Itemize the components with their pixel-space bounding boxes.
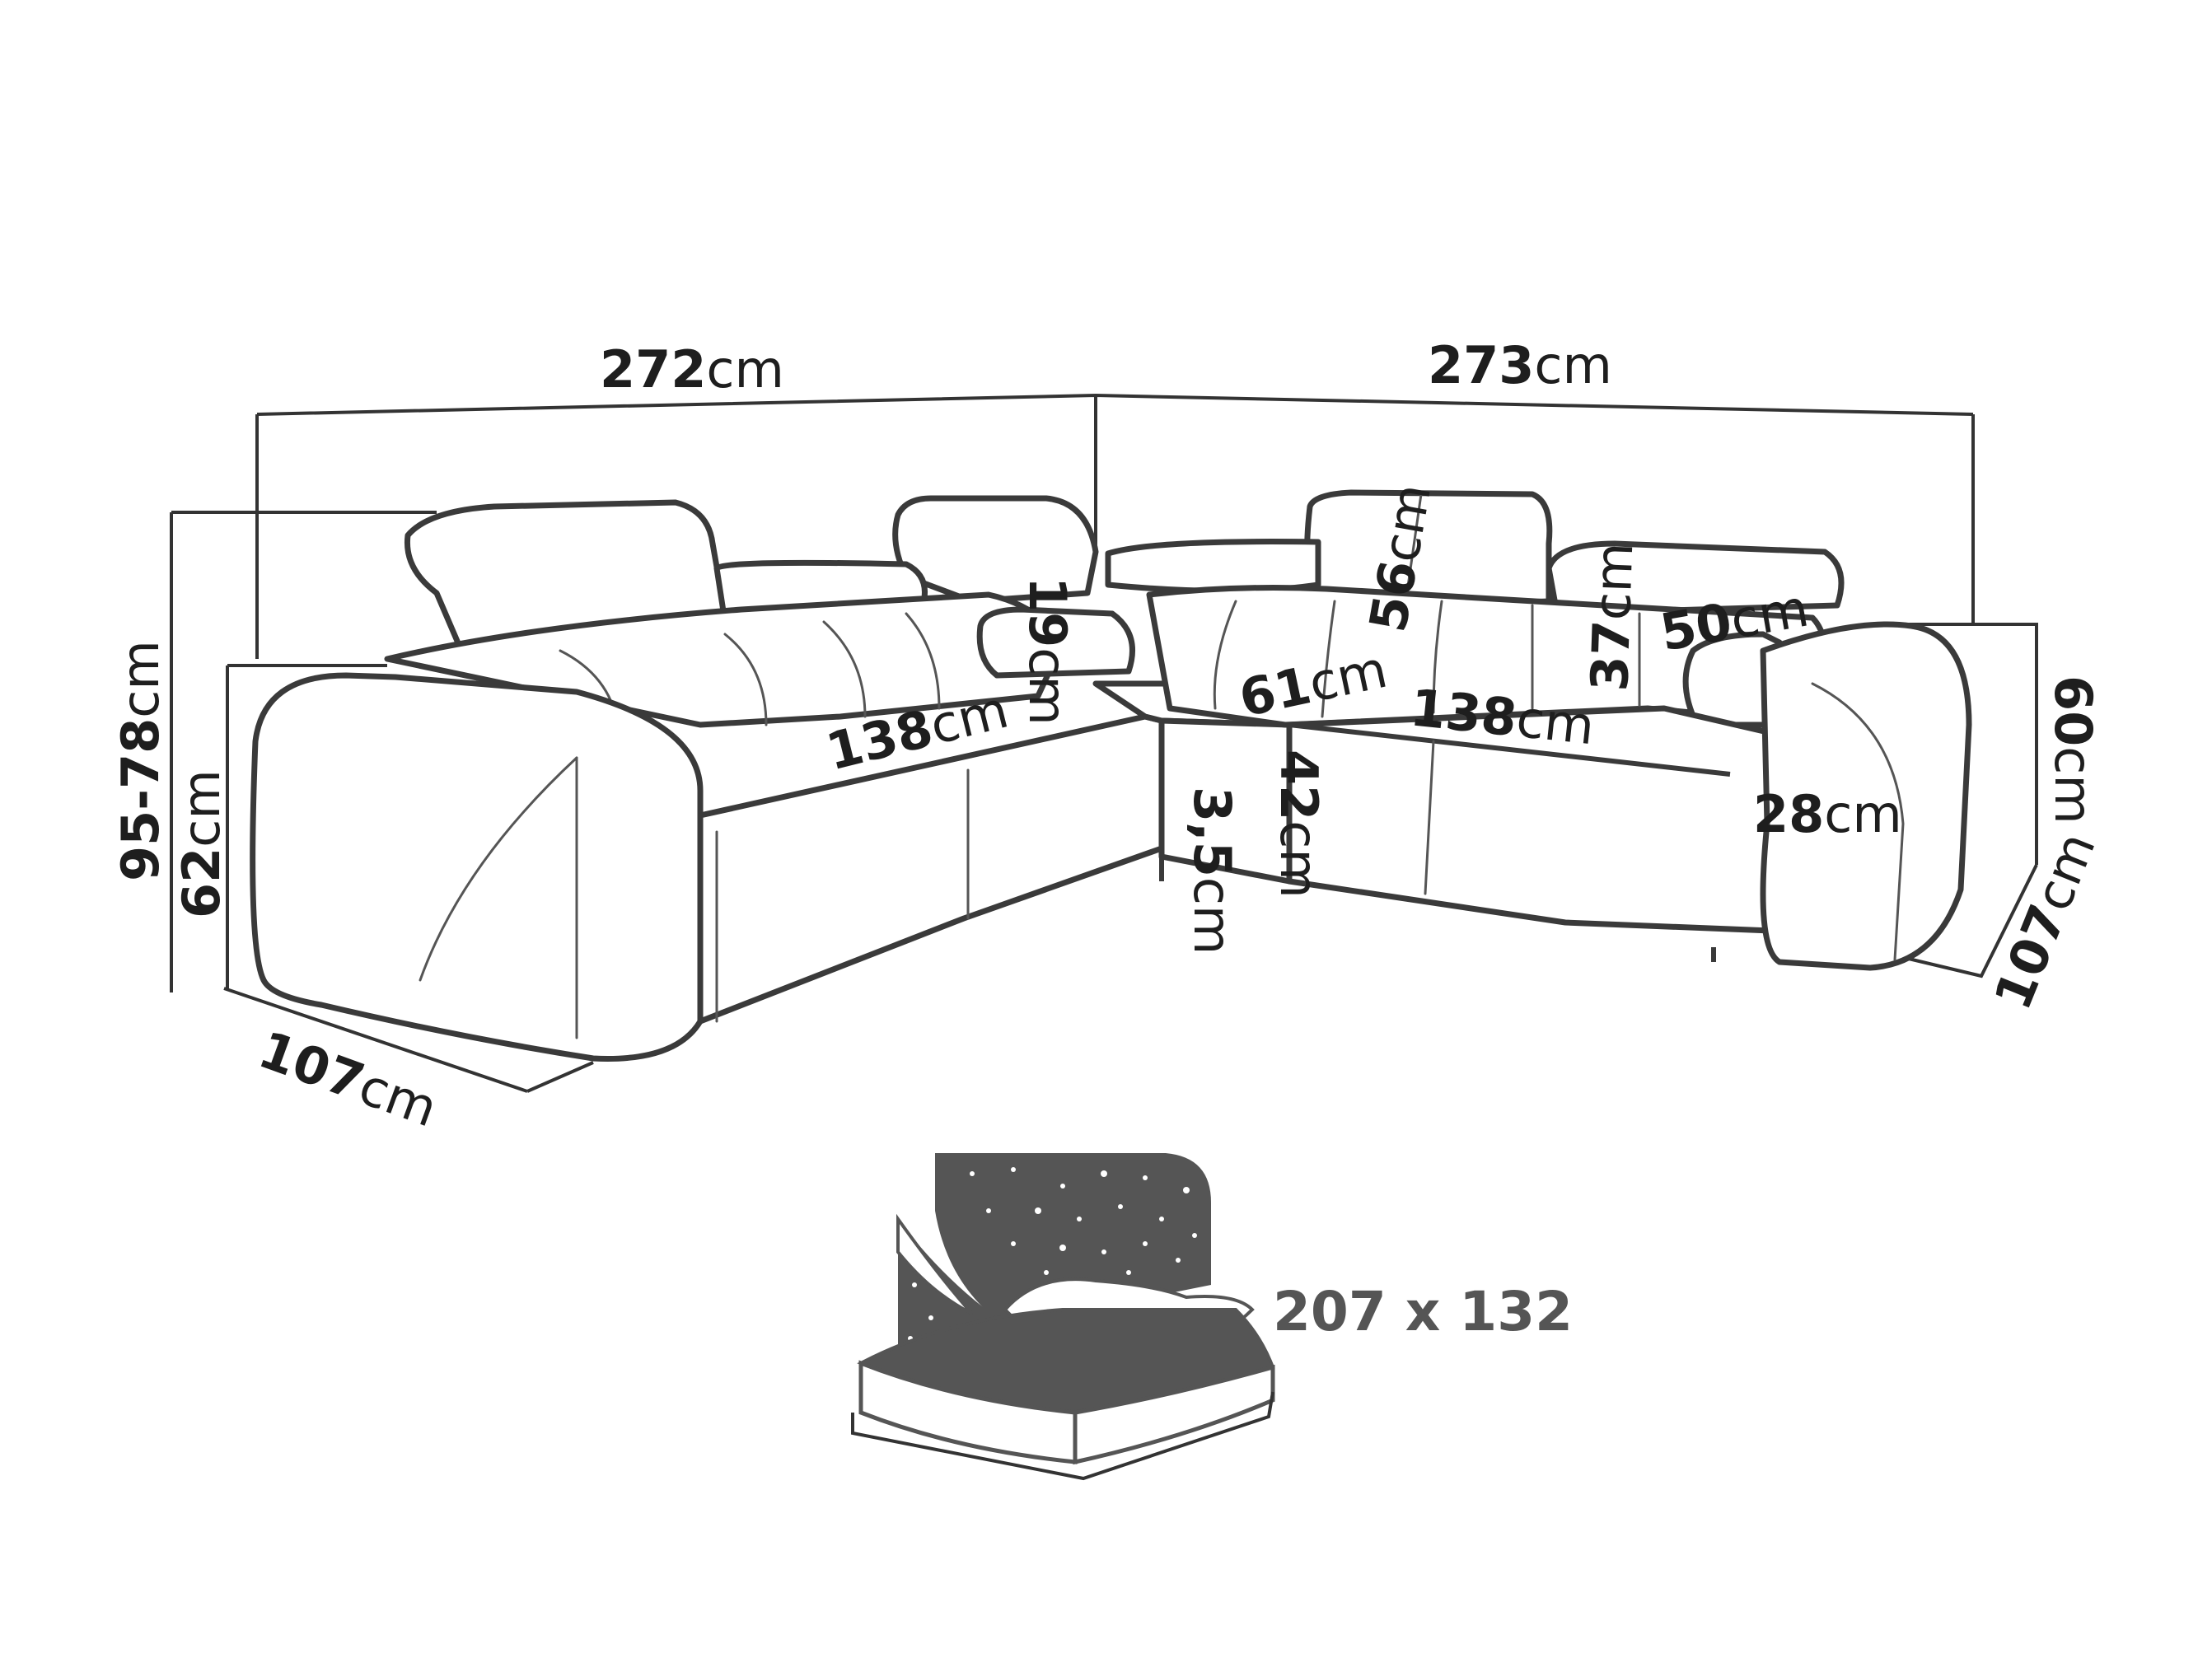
depth-left-label: 107cm	[251, 1019, 445, 1138]
dimension-lines	[170, 393, 2038, 1093]
headrest-lower-label: 37cm	[1579, 541, 1644, 692]
dimension-labels: 272cm 273cm 95-78cm 62cm 107cm 138cm 19c…	[110, 335, 2107, 1139]
stars	[908, 1167, 1197, 1341]
bed-size-label: 207 x 132	[1273, 1280, 1573, 1343]
height-right-label: 60cm	[2043, 675, 2103, 824]
depth-right-label: 107cm	[1982, 824, 2107, 1018]
bed-function-icon: 207 x 132	[851, 1153, 1573, 1481]
headrest-width-label: 50cm	[1656, 577, 1813, 662]
seat-height-label: 42cm	[1269, 750, 1329, 899]
night-sky-backdrop	[935, 1153, 1211, 1326]
seat-right-label: 138cm	[1407, 677, 1597, 756]
cushion-label: 19cm	[1017, 577, 1078, 726]
width-right-label: 273cm	[1428, 335, 1612, 395]
armrest-label: 28cm	[1753, 784, 1902, 844]
sofa-illustration	[250, 489, 1972, 1062]
headrest-label: 56cm	[1358, 479, 1443, 637]
height-back-label: 62cm	[171, 769, 231, 918]
height-total-label: 95-78cm	[110, 640, 171, 881]
width-left-label: 272cm	[600, 339, 784, 399]
leg-height-label: 3,5cm	[1182, 787, 1242, 955]
